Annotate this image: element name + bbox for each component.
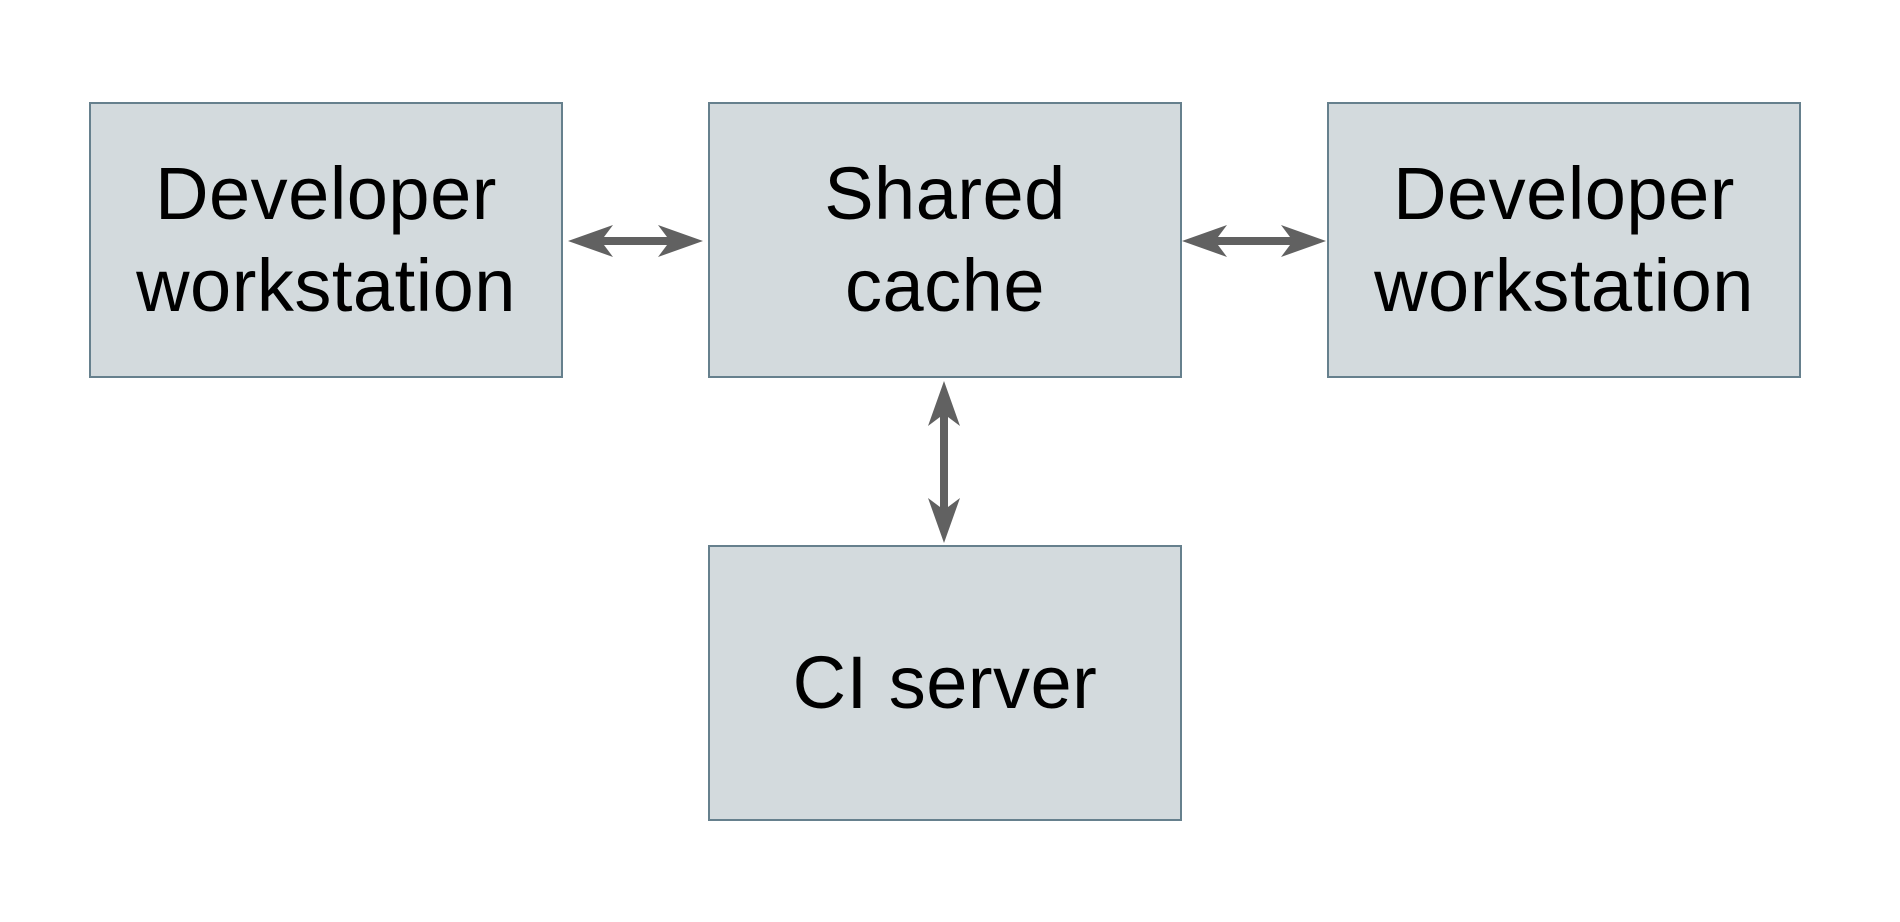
node-shared-cache-label: Shared cache bbox=[824, 152, 1066, 327]
node-developer-workstation-left: Developer workstation bbox=[89, 102, 563, 378]
node-developer-workstation-right-label: Developer workstation bbox=[1374, 152, 1754, 327]
arrow-shared-cache-right-workstation bbox=[1182, 225, 1326, 257]
node-developer-workstation-left-label: Developer workstation bbox=[136, 152, 516, 327]
arrow-shared-cache-ci-server bbox=[928, 381, 960, 543]
node-developer-workstation-right: Developer workstation bbox=[1327, 102, 1801, 378]
node-ci-server: CI server bbox=[708, 545, 1182, 821]
node-shared-cache: Shared cache bbox=[708, 102, 1182, 378]
node-ci-server-label: CI server bbox=[792, 641, 1098, 724]
arrow-left-workstation-shared-cache bbox=[568, 225, 703, 257]
